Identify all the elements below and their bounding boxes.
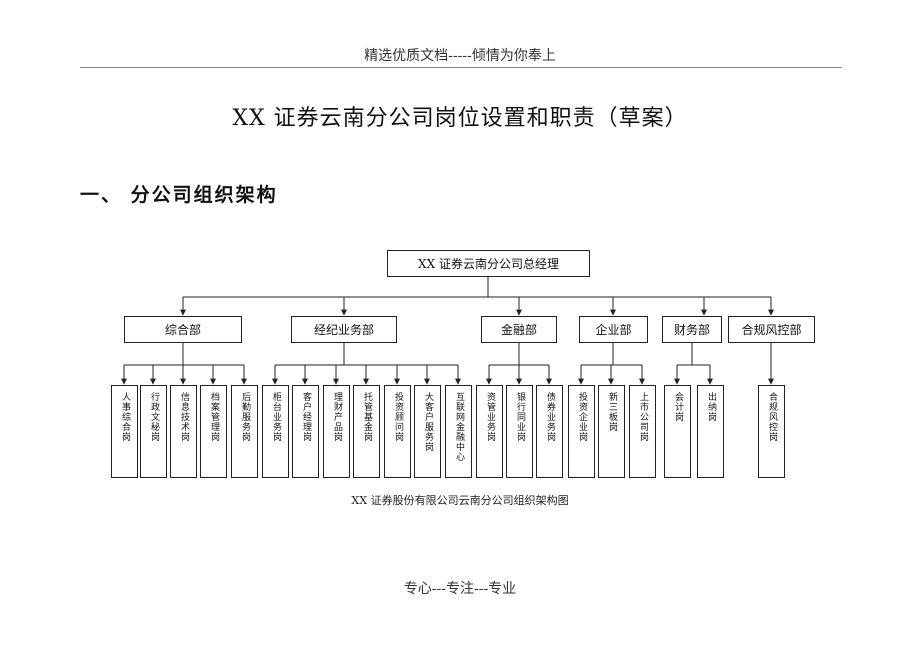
unit-box: 投资顾问岗 <box>384 385 411 478</box>
unit-box: 会计岗 <box>664 385 691 478</box>
unit-box: 资管业务岗 <box>476 385 503 478</box>
unit-box: 信息技术岗 <box>170 385 197 478</box>
unit-box: 上市公司岗 <box>629 385 656 478</box>
unit-box: 托管基金岗 <box>353 385 380 478</box>
unit-box: 互联网金融中心 <box>445 385 472 478</box>
dept-finance: 金融部 <box>481 316 557 343</box>
unit-box: 投资企业岗 <box>568 385 595 478</box>
dept-brokerage: 经纪业务部 <box>291 316 397 343</box>
general-manager-box: XX 证券云南分公司总经理 <box>387 250 590 277</box>
unit-box: 债券业务岗 <box>536 385 563 478</box>
unit-box: 出纳岗 <box>697 385 724 478</box>
page-footer: 专心---专注---专业 <box>403 581 517 597</box>
document-title: XX 证券云南分公司岗位设置和职责（草案） <box>232 106 688 131</box>
chart-caption: XX 证券股份有限公司云南分公司组织架构图 <box>351 494 569 507</box>
unit-box: 客户经理岗 <box>292 385 319 478</box>
unit-box: 柜台业务岗 <box>262 385 289 478</box>
unit-box: 人事综合岗 <box>111 385 138 478</box>
dept-compliance-risk: 合规风控部 <box>728 316 815 343</box>
dept-corporate: 企业部 <box>579 316 648 343</box>
unit-box: 档案管理岗 <box>200 385 227 478</box>
header-divider <box>80 67 842 68</box>
unit-box: 合规风控岗 <box>758 385 785 478</box>
unit-box: 新三板岗 <box>598 385 625 478</box>
dept-general-affairs: 综合部 <box>124 316 242 343</box>
page-header: 精选优质文档-----倾情为你奉上 <box>364 48 556 64</box>
section-heading: 一、 分公司组织架构 <box>80 184 278 206</box>
unit-box: 行政文秘岗 <box>140 385 167 478</box>
unit-box: 大客户服务岗 <box>414 385 441 478</box>
dept-accounting: 财务部 <box>662 316 722 343</box>
unit-box: 理财产品岗 <box>323 385 350 478</box>
unit-box: 银行同业岗 <box>506 385 533 478</box>
unit-box: 后勤服务岗 <box>231 385 258 478</box>
